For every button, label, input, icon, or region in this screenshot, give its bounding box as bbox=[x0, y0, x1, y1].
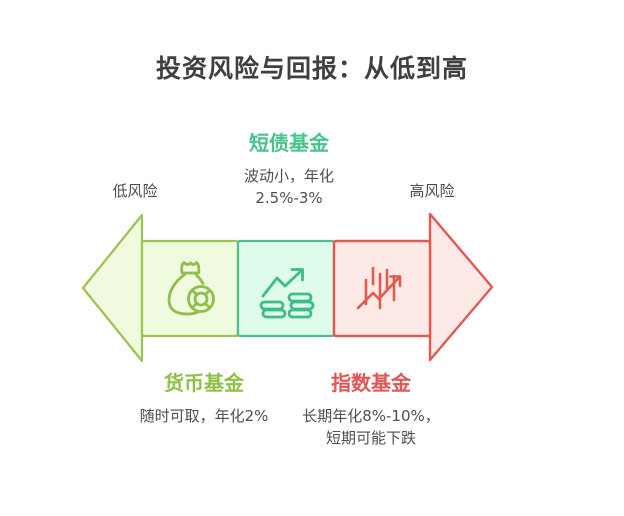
index-fund-label-group: 指数基金 长期年化8%-10%， 短期可能下跌 bbox=[302, 370, 440, 449]
page-title: 投资风险与回报：从低到高 bbox=[155, 54, 468, 83]
trend-arrowhead bbox=[290, 268, 304, 282]
trend-arrowhead bbox=[389, 275, 402, 288]
index-fund-box bbox=[332, 239, 432, 338]
short-bond-fund-desc-line2: 2.5%-3% bbox=[255, 189, 323, 207]
left-arrowhead bbox=[81, 213, 144, 363]
index-fund-desc-line2: 短期可能下跌 bbox=[325, 429, 416, 447]
money-bag-body-right bbox=[194, 273, 205, 285]
trend-line bbox=[261, 268, 304, 298]
short-bond-fund-name: 短债基金 bbox=[248, 131, 329, 155]
money-fund-name: 货币基金 bbox=[164, 371, 244, 395]
high-risk-label: 高风险 bbox=[409, 182, 455, 200]
short-bond-fund-desc-line1: 波动小，年化 bbox=[243, 167, 335, 185]
index-fund-desc-line1: 长期年化8%-10%， bbox=[302, 407, 440, 425]
index-fund-name: 指数基金 bbox=[331, 371, 411, 395]
short-bond-fund-box bbox=[236, 239, 336, 338]
low-risk-label: 低风险 bbox=[112, 182, 158, 200]
coin bbox=[287, 308, 313, 319]
money-bag-body bbox=[167, 273, 205, 316]
trend-line bbox=[356, 275, 401, 310]
money-fund-label-group: 货币基金 随时可取，年化2% bbox=[140, 370, 269, 427]
coins-trend-up-icon bbox=[259, 268, 315, 319]
money-fund-desc: 随时可取，年化2% bbox=[140, 405, 269, 427]
short-bond-fund-label-group: 短债基金 波动小，年化 2.5%-3% bbox=[244, 130, 334, 209]
money-fund-desc-line1: 随时可取，年化2% bbox=[139, 407, 269, 425]
money-fund-box bbox=[140, 239, 240, 338]
coin-chip-inner bbox=[193, 291, 209, 307]
money-bag-tie bbox=[180, 261, 201, 275]
index-fund-desc: 长期年化8%-10%， 短期可能下跌 bbox=[302, 405, 440, 449]
right-arrowhead bbox=[428, 212, 494, 362]
risk-arrow-diagram bbox=[81, 212, 494, 363]
money-bag-coin-icon bbox=[167, 261, 215, 316]
coin bbox=[261, 308, 287, 319]
short-bond-fund-desc: 波动小，年化 2.5%-3% bbox=[244, 165, 334, 209]
candlestick-trend-icon bbox=[356, 266, 402, 310]
